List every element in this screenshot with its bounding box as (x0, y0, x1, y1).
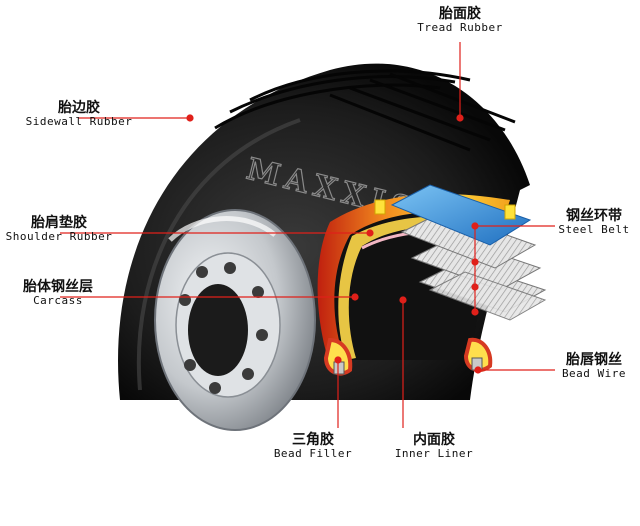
tread-grooves (214, 69, 516, 152)
leader-lines (60, 42, 555, 428)
label-carcass-en: Carcass (33, 294, 83, 308)
label-bead-wire-en: Bead Wire (561, 367, 627, 381)
label-carcass: 胎体钢丝层 Carcass (8, 279, 108, 308)
label-inner-liner-cn: 内面胶 (413, 432, 455, 448)
label-steel-belt-en: Steel Belt (558, 223, 630, 237)
label-bead-filler-cn: 三角胶 (292, 432, 334, 448)
lug-nuts (179, 262, 268, 394)
label-sidewall-rubber: 胎边胶 Sidewall Rubber (15, 100, 143, 129)
label-sidewall-rubber-cn: 胎边胶 (58, 100, 100, 116)
label-inner-liner: 内面胶 Inner Liner (386, 432, 482, 461)
label-bead-wire-cn: 胎唇钢丝 (566, 352, 622, 368)
label-tread-rubber-en: Tread Rubber (417, 21, 503, 35)
label-steel-belt: 钢丝环带 Steel Belt (550, 208, 638, 237)
label-carcass-cn: 胎体钢丝层 (23, 279, 93, 295)
label-steel-belt-cn: 钢丝环带 (566, 208, 622, 224)
label-sidewall-rubber-en: Sidewall Rubber (25, 115, 133, 129)
label-tread-rubber-cn: 胎面胶 (439, 6, 481, 22)
label-bead-wire: 胎唇钢丝 Bead Wire (552, 352, 636, 381)
label-inner-liner-en: Inner Liner (394, 447, 474, 461)
label-bead-filler-en: Bead Filler (273, 447, 353, 461)
tire-cutaway-section (317, 184, 547, 376)
steel-belt-stack (374, 184, 547, 321)
label-shoulder-rubber: 胎肩垫胶 Shoulder Rubber (0, 215, 118, 244)
label-shoulder-rubber-cn: 胎肩垫胶 (31, 215, 87, 231)
label-bead-filler: 三角胶 Bead Filler (265, 432, 361, 461)
label-shoulder-rubber-en: Shoulder Rubber (5, 230, 113, 244)
label-tread-rubber: 胎面胶 Tread Rubber (405, 6, 515, 35)
wheel-rim (154, 209, 316, 431)
bead-wire-left (333, 361, 345, 375)
